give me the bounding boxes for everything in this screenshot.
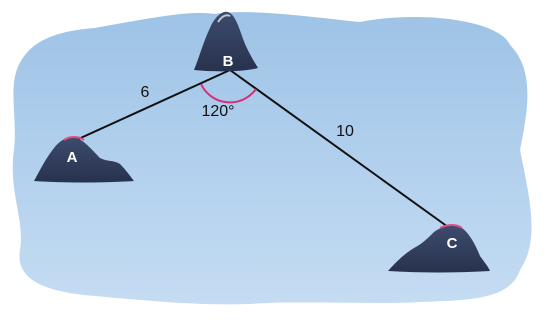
mountain-c <box>388 224 490 273</box>
point-label-a: A <box>67 149 78 166</box>
mountain-a <box>34 136 134 183</box>
background-blob <box>12 12 532 305</box>
point-label-b: B <box>223 53 234 70</box>
angle-arc-b <box>200 83 257 104</box>
length-label-ab: 6 <box>141 84 150 101</box>
angle-label-b: 120° <box>201 103 234 120</box>
segment-bc <box>229 69 456 233</box>
point-label-c: C <box>447 235 458 252</box>
length-label-bc: 10 <box>336 123 354 140</box>
segment-ab <box>73 69 231 142</box>
mountain-b <box>194 11 258 72</box>
